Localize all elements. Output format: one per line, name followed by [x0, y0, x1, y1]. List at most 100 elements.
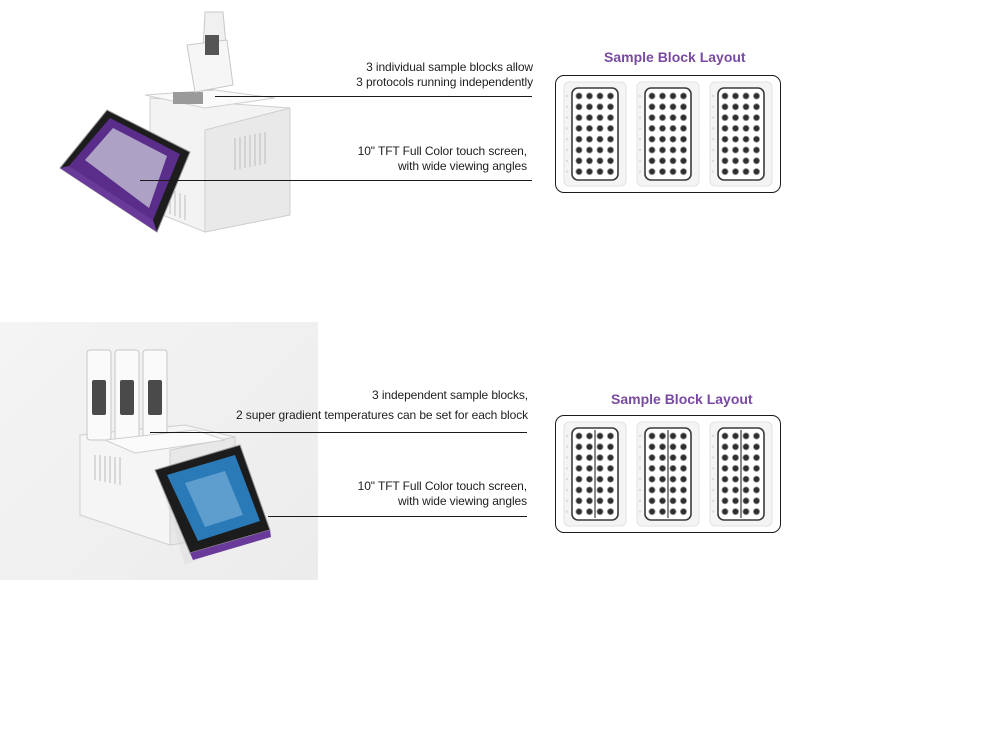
sample-well — [596, 114, 604, 122]
sample-well — [742, 114, 750, 122]
sample-well — [680, 124, 688, 132]
sample-well — [752, 443, 760, 451]
sample-well — [659, 168, 667, 176]
sample-well — [721, 135, 729, 143]
sample-well — [585, 443, 593, 451]
sample-well — [659, 486, 667, 494]
sample-well — [752, 135, 760, 143]
sample-well — [607, 146, 615, 154]
sample-well — [596, 464, 604, 472]
sample-well — [659, 443, 667, 451]
sample-well — [680, 114, 688, 122]
sample-well — [607, 454, 615, 462]
sample-well — [585, 146, 593, 154]
sample-well — [575, 124, 583, 132]
callout-line: 3 protocols running independently — [356, 75, 533, 89]
sample-well — [585, 103, 593, 111]
sample-well — [596, 454, 604, 462]
side-mark — [638, 127, 642, 130]
sample-block-layout-title: Sample Block Layout — [611, 391, 753, 407]
side-mark — [638, 159, 642, 162]
callout-line: 2 super gradient temperatures can be set… — [235, 408, 528, 422]
sample-well — [659, 432, 667, 440]
sample-well — [731, 157, 739, 165]
sample-well — [607, 103, 615, 111]
sample-well — [596, 92, 604, 100]
sample-well — [575, 454, 583, 462]
sample-well — [659, 508, 667, 516]
sample-well — [721, 114, 729, 122]
side-mark — [565, 148, 569, 152]
sample-well — [607, 92, 615, 100]
sample-well — [669, 92, 677, 100]
sample-well — [752, 486, 760, 494]
side-mark — [565, 127, 569, 130]
side-mark — [711, 105, 715, 108]
sample-well — [721, 168, 729, 176]
sample-well — [680, 146, 688, 154]
sample-well — [575, 486, 583, 494]
sample-well — [607, 475, 615, 483]
sample-well — [596, 432, 604, 440]
sample-well — [680, 497, 688, 505]
sample-well — [585, 157, 593, 165]
sample-well — [607, 432, 615, 440]
sample-well — [752, 92, 760, 100]
sample-well — [648, 508, 656, 516]
sample-well — [752, 157, 760, 165]
sample-block — [717, 87, 765, 181]
sample-well — [607, 508, 615, 516]
side-mark — [711, 510, 715, 513]
sample-well — [721, 454, 729, 462]
leader-line — [268, 516, 527, 517]
sample-well — [596, 168, 604, 176]
thermal-cycler-photo-top — [59, 11, 291, 233]
side-mark — [565, 159, 569, 162]
sample-well — [742, 454, 750, 462]
sample-well — [607, 114, 615, 122]
callout-line: 10" TFT Full Color touch screen, — [357, 144, 527, 158]
sample-well — [742, 464, 750, 472]
sample-block-diagram — [563, 81, 773, 187]
sample-well — [575, 103, 583, 111]
side-mark — [565, 456, 569, 459]
sample-well — [648, 454, 656, 462]
sample-well — [731, 124, 739, 132]
sample-well — [659, 497, 667, 505]
sample-well — [596, 486, 604, 494]
sample-well — [669, 157, 677, 165]
sample-well — [607, 157, 615, 165]
sample-well — [680, 464, 688, 472]
sample-well — [596, 124, 604, 132]
sample-well — [680, 454, 688, 462]
sample-well — [721, 92, 729, 100]
sample-well — [752, 432, 760, 440]
sample-well — [752, 168, 760, 176]
sample-well — [742, 103, 750, 111]
sample-well — [669, 508, 677, 516]
side-mark — [711, 159, 715, 162]
side-mark — [638, 94, 642, 98]
sample-well — [575, 135, 583, 143]
side-mark — [638, 467, 642, 470]
sample-well — [721, 146, 729, 154]
sample-well — [648, 486, 656, 494]
side-mark — [711, 434, 715, 438]
callout-sample-blocks: 3 individual sample blocks allow 3 proto… — [300, 60, 533, 90]
sample-well — [648, 464, 656, 472]
sample-well — [648, 92, 656, 100]
sample-well — [721, 157, 729, 165]
sample-block-diagram — [563, 421, 773, 527]
sample-well — [585, 464, 593, 472]
sample-well — [575, 168, 583, 176]
sample-well — [669, 475, 677, 483]
sample-well — [721, 443, 729, 451]
sample-well — [648, 103, 656, 111]
sample-well — [575, 114, 583, 122]
sample-well — [596, 103, 604, 111]
sample-well — [752, 464, 760, 472]
sample-well — [721, 432, 729, 440]
sample-well — [585, 486, 593, 494]
sample-well — [752, 497, 760, 505]
sample-well — [596, 497, 604, 505]
